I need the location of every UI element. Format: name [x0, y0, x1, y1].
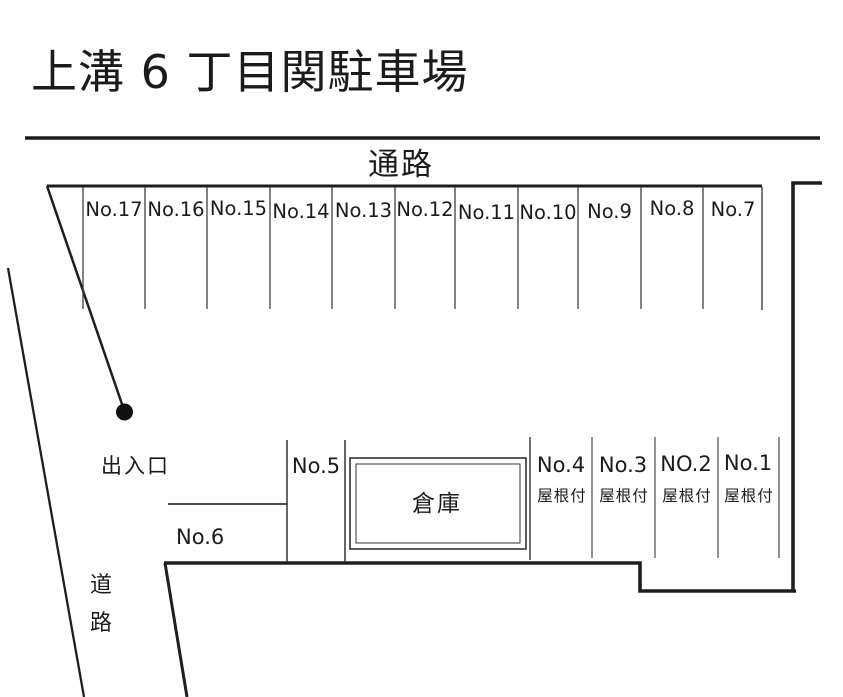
top-parking-row: No.17 No.16 No.15 No.14 No.13 No.12 No.1… [45, 184, 763, 408]
bottom-parking-row: No.6 No.5 No.4 屋根付 No.3 屋根付 NO.2 屋根付 No.… [168, 437, 780, 562]
stall-label-no14: No.14 [272, 200, 329, 223]
stall-label-no9: No.9 [587, 200, 632, 223]
stall-label-no1: No.1 [724, 451, 772, 475]
stall-label-no7: No.7 [711, 198, 756, 221]
stall-label-no16: No.16 [147, 198, 204, 221]
stall-label-no12: No.12 [396, 198, 453, 221]
road-label-char1: 道 [90, 573, 112, 598]
aisle-label: 通路 [368, 147, 434, 183]
stall-label-no5: No.5 [292, 454, 340, 478]
stall-label-no2: NO.2 [660, 452, 711, 476]
stall-note-no2: 屋根付 [662, 487, 712, 505]
stall-label-no6: No.6 [176, 525, 224, 549]
warehouse-inner-box [355, 463, 521, 544]
stall-label-no11: No.11 [458, 201, 515, 224]
warehouse-outer-box [349, 457, 527, 550]
entrance-dot [116, 403, 133, 421]
road-edge-line [6, 267, 86, 697]
road-label: 道 路 [90, 573, 112, 636]
right-boundary-line [791, 181, 822, 592]
lot-left-lower-boundary-line [163, 562, 189, 697]
stall-label-no10: No.10 [519, 201, 576, 224]
road-label-char2: 路 [90, 611, 112, 636]
stall-label-no15: No.15 [210, 197, 267, 220]
bottom-boundary-line [164, 561, 796, 593]
entrance-label: 出入口 [101, 454, 170, 478]
stall-label-no3: No.3 [599, 453, 647, 477]
stall-label-no4: No.4 [537, 453, 585, 477]
stall-label-no17: No.17 [85, 198, 142, 221]
warehouse: 倉庫 [349, 457, 527, 550]
stall-label-no8: No.8 [650, 197, 695, 220]
stall-note-no3: 屋根付 [599, 487, 649, 505]
top-row-left-slant-line [45, 185, 125, 408]
warehouse-label: 倉庫 [412, 491, 462, 517]
page-title: 上溝 6 丁目関駐車場 [31, 45, 469, 99]
stall-label-no13: No.13 [335, 199, 392, 222]
stall-note-no4: 屋根付 [537, 487, 587, 505]
stall-note-no1: 屋根付 [724, 487, 774, 505]
